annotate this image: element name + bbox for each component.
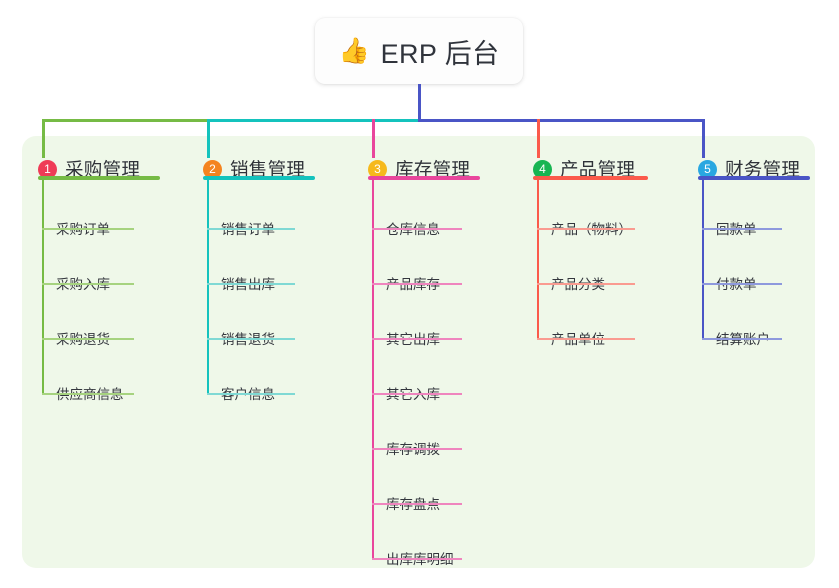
branch-number-badge-4: 4 <box>533 159 552 179</box>
branch-1-item-rule-1 <box>42 228 134 230</box>
branch-title-1: 采购管理 <box>65 159 141 180</box>
connector-drop-5 <box>702 119 705 158</box>
branch-header-rule-1 <box>38 176 160 180</box>
branch-header-rule-3 <box>368 176 480 180</box>
branch-title-2: 销售管理 <box>230 159 306 180</box>
branch-title-3: 库存管理 <box>395 159 471 180</box>
branch-number-badge-3: 3 <box>368 159 387 179</box>
branch-1-item-rule-3 <box>42 338 134 340</box>
connector-bar-segment-3 <box>419 119 705 122</box>
branch-3-item-rule-6 <box>372 503 462 505</box>
connector-bar-segment-2 <box>208 119 419 122</box>
branch-header-rule-4 <box>533 176 648 180</box>
root-title: ERP 后台 <box>380 38 500 69</box>
connector-drop-4 <box>537 119 540 158</box>
branch-header-rule-5 <box>698 176 810 180</box>
branch-3-item-rule-5 <box>372 448 462 450</box>
branches-panel <box>22 136 815 568</box>
branch-title-5: 财务管理 <box>725 159 801 180</box>
branch-4-item-rule-2 <box>537 283 635 285</box>
branch-2-item-rule-3 <box>207 338 295 340</box>
branch-3-item-rule-1 <box>372 228 462 230</box>
branch-number-badge-2: 2 <box>203 159 222 179</box>
branch-3-item-rule-4 <box>372 393 462 395</box>
branch-5-item-rule-1 <box>702 228 782 230</box>
branch-spine-5 <box>702 180 704 338</box>
connector-trunk <box>418 84 421 122</box>
branch-spine-4 <box>537 180 539 338</box>
branch-3-item-rule-7 <box>372 558 462 560</box>
thumbs-up-icon: 👍 <box>338 36 370 65</box>
branch-3-item-rule-2 <box>372 283 462 285</box>
branch-header-4[interactable]: 4 产品管理 <box>533 152 635 186</box>
branch-header-5[interactable]: 5 财务管理 <box>698 152 800 186</box>
branch-5-item-rule-2 <box>702 283 782 285</box>
branch-spine-1 <box>42 180 44 393</box>
branch-header-1[interactable]: 1 采购管理 <box>38 152 140 186</box>
branch-3-item-rule-3 <box>372 338 462 340</box>
branch-5-item-rule-3 <box>702 338 782 340</box>
branch-number-badge-5: 5 <box>698 159 717 179</box>
branch-4-item-rule-3 <box>537 338 635 340</box>
branch-title-4: 产品管理 <box>560 159 636 180</box>
branch-4-item-rule-1 <box>537 228 635 230</box>
branch-2-item-rule-2 <box>207 283 295 285</box>
root-node-content: 👍 ERP 后台 <box>338 32 499 71</box>
branch-header-rule-2 <box>203 176 315 180</box>
branch-2-item-rule-1 <box>207 228 295 230</box>
branch-number-badge-1: 1 <box>38 159 57 179</box>
root-node[interactable]: 👍 ERP 后台 <box>315 18 523 84</box>
branch-spine-2 <box>207 180 209 393</box>
branch-spine-3 <box>372 180 374 558</box>
branch-1-item-rule-2 <box>42 283 134 285</box>
connector-drop-3 <box>372 119 375 158</box>
connector-drop-2 <box>207 119 210 158</box>
branch-header-3[interactable]: 3 库存管理 <box>368 152 470 186</box>
branch-1-item-rule-4 <box>42 393 134 395</box>
branch-header-2[interactable]: 2 销售管理 <box>203 152 305 186</box>
connector-bar-segment-1 <box>43 119 208 122</box>
branch-2-item-rule-4 <box>207 393 295 395</box>
connector-drop-1 <box>42 119 45 158</box>
